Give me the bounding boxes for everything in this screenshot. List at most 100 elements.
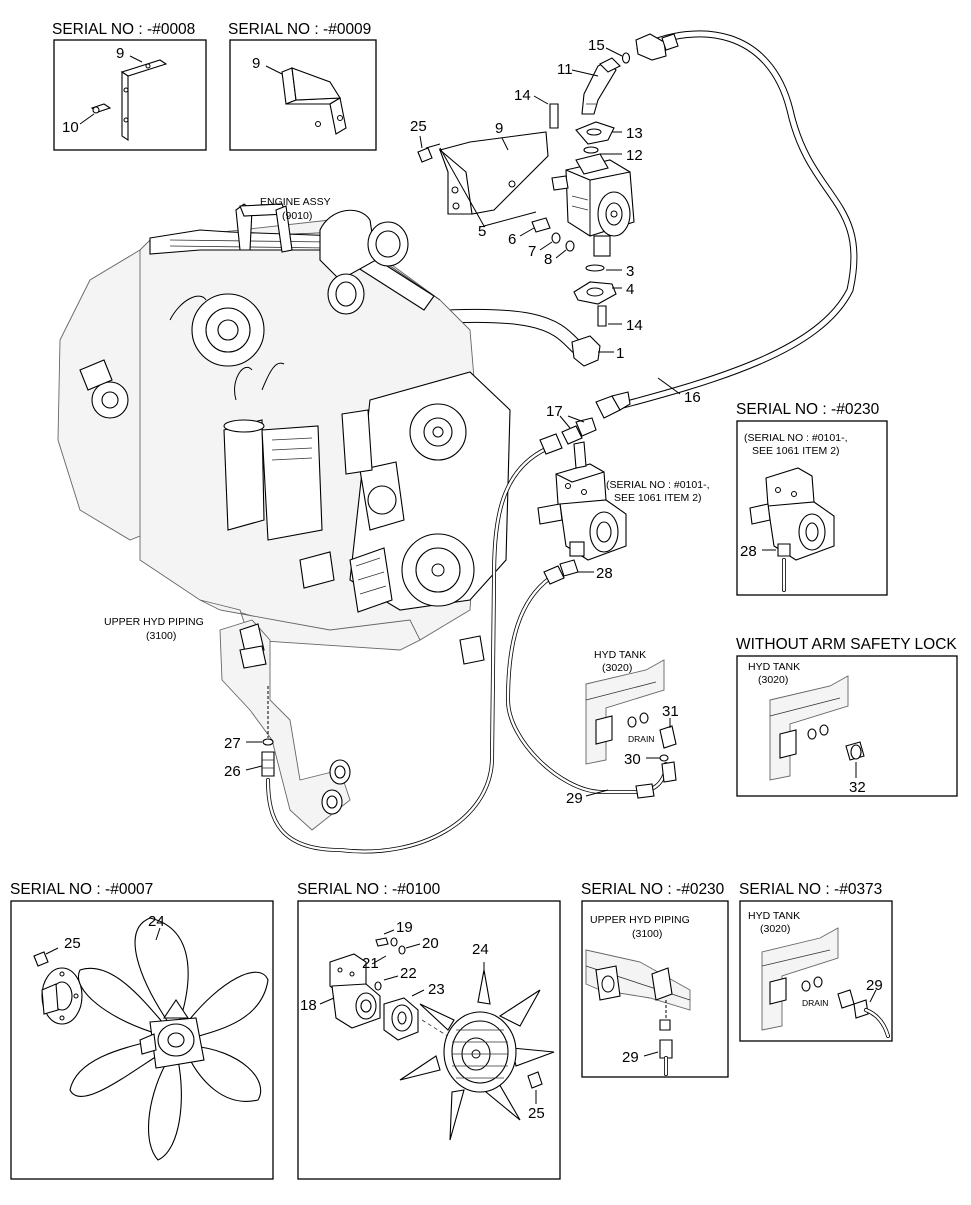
hose-motor-inlet	[266, 417, 597, 854]
upper-hyd-piping-label: UPPER HYD PIPING	[104, 616, 204, 628]
inset-frame-serial-0100	[297, 900, 561, 1180]
inset-frame-serial-0009	[229, 39, 377, 151]
callout-9-0008: 9	[116, 45, 124, 62]
inset-serial-0009: SERIAL NO : -#0009 9	[228, 21, 377, 151]
callout-32: 32	[849, 779, 866, 796]
fan-24-shrouded	[399, 969, 555, 1141]
flange-4	[573, 281, 617, 305]
inset-serial-0100: SERIAL NO : -#0100 18 19 20 21 22	[297, 881, 561, 1180]
callout-1: 1	[616, 345, 624, 362]
hyd-tank-label: HYD TANK	[594, 649, 646, 661]
inset-title-serial-0100: SERIAL NO : -#0100	[297, 881, 441, 898]
callout-30: 30	[624, 751, 641, 768]
callout-17: 17	[546, 403, 563, 420]
inset-frame-serial-0230-piping	[581, 900, 729, 1078]
callout-25-top: 25	[410, 118, 427, 135]
callout-28-inset: 28	[740, 543, 757, 560]
callout-12: 12	[626, 147, 643, 164]
inset-frame-without-lock	[736, 655, 958, 797]
drain-label-inset: DRAIN	[802, 998, 828, 1008]
inset-0373-tank-label: HYD TANK	[748, 910, 800, 922]
callout-15: 15	[588, 37, 605, 54]
callout-28-main: 28	[596, 565, 613, 582]
inset-title-serial-0230-piping: SERIAL NO : -#0230	[581, 881, 725, 898]
inset-title-without-lock: WITHOUT ARM SAFETY LOCK	[736, 636, 957, 653]
fan-hub-23	[383, 997, 419, 1041]
motor-note-line2: SEE 1061 ITEM 2)	[614, 492, 702, 504]
callout-31: 31	[662, 703, 679, 720]
inset-serial-0008: SERIAL NO : -#0008 9 10	[52, 21, 207, 151]
inset-note-line1: (SERIAL NO : #0101-,	[744, 432, 848, 444]
engine-assembly	[57, 203, 511, 665]
callout-29-inset-0373: 29	[866, 977, 883, 994]
callout-29-inset-0230: 29	[622, 1049, 639, 1066]
o-ring-12	[583, 146, 599, 154]
bolt-25	[417, 143, 441, 163]
callout-20: 20	[422, 935, 439, 952]
inset-frame-serial-0230-motor	[736, 420, 888, 596]
callout-3: 3	[626, 263, 634, 280]
inset-note-line2: SEE 1061 ITEM 2)	[752, 445, 840, 457]
callout-14-lower: 14	[626, 317, 643, 334]
callout-27: 27	[224, 735, 241, 752]
engine-assy-code: (9010)	[282, 210, 312, 222]
callout-5: 5	[478, 223, 486, 240]
inset-title-serial-0009: SERIAL NO : -#0009	[228, 21, 371, 38]
inset-serial-0230-motor: SERIAL NO : -#0230 (SERIAL NO : #0101-, …	[736, 401, 888, 596]
callout-18: 18	[300, 997, 317, 1014]
callout-19: 19	[396, 919, 413, 936]
inset-title-serial-0373: SERIAL NO : -#0373	[739, 881, 882, 898]
inset-0373-tank-code: (3020)	[760, 923, 790, 935]
callout-24-inset-0007: 24	[148, 913, 165, 930]
o-ring-3	[585, 264, 605, 272]
inset-frame-serial-0373	[739, 900, 893, 1042]
fan-motor-assembly	[537, 463, 627, 561]
hyd-tank-code: (3020)	[602, 662, 632, 674]
callout-8: 8	[544, 251, 552, 268]
inset-tank-code: (3020)	[758, 674, 788, 686]
drain-label-main: DRAIN	[628, 734, 654, 744]
engine-assy-label: ENGINE ASSY	[260, 196, 331, 208]
o-ring-15	[621, 52, 631, 64]
bracket-drawing-0009	[281, 67, 347, 135]
callout-25-inset-0100: 25	[528, 1105, 545, 1122]
inset-title-serial-0008: SERIAL NO : -#0008	[52, 21, 195, 38]
callout-7: 7	[528, 243, 536, 260]
callout-9-0009: 9	[252, 55, 260, 72]
callout-4: 4	[626, 281, 634, 298]
callout-9-main: 9	[495, 120, 503, 137]
callout-11: 11	[557, 61, 573, 78]
callout-13: 13	[626, 125, 643, 142]
hyd-tank-main	[585, 659, 677, 783]
fan-hub-plate	[41, 967, 83, 1025]
callout-23: 23	[428, 981, 445, 998]
inset-frame-serial-0007	[10, 900, 274, 1180]
callout-24-inset-0100: 24	[472, 941, 489, 958]
inset-serial-0007: SERIAL NO : -#0007 25 24	[10, 881, 274, 1180]
callout-16: 16	[684, 389, 701, 406]
inset-frame-serial-0008	[53, 39, 207, 151]
callout-14-upper: 14	[514, 87, 531, 104]
flange-13	[575, 121, 615, 145]
inset-serial-0373: SERIAL NO : -#0373 HYD TANK (3020)	[739, 881, 893, 1042]
inset-title-serial-0007: SERIAL NO : -#0007	[10, 881, 153, 898]
suction-elbow-11	[581, 57, 621, 115]
inset-title-serial-0230-motor: SERIAL NO : -#0230	[736, 401, 880, 418]
hydraulic-pump	[551, 153, 635, 257]
callout-6: 6	[508, 231, 516, 248]
hose-drain-29	[505, 559, 668, 799]
inset-upper-piping-label: UPPER HYD PIPING	[590, 914, 690, 926]
hose-16-pressure-line	[595, 30, 858, 419]
callout-26: 26	[224, 763, 241, 780]
callout-22: 22	[400, 965, 417, 982]
fan-blades-24	[69, 917, 269, 1161]
inset-tank-label: HYD TANK	[748, 661, 800, 673]
elbow-1	[571, 335, 601, 367]
fan-motor-18	[329, 953, 381, 1029]
upper-hyd-piping-code: (3100)	[146, 630, 176, 642]
motor-note-line1: (SERIAL NO : #0101-,	[606, 479, 710, 491]
upper-hyd-piping	[219, 619, 351, 831]
bracket-drawing-0008	[90, 59, 168, 142]
